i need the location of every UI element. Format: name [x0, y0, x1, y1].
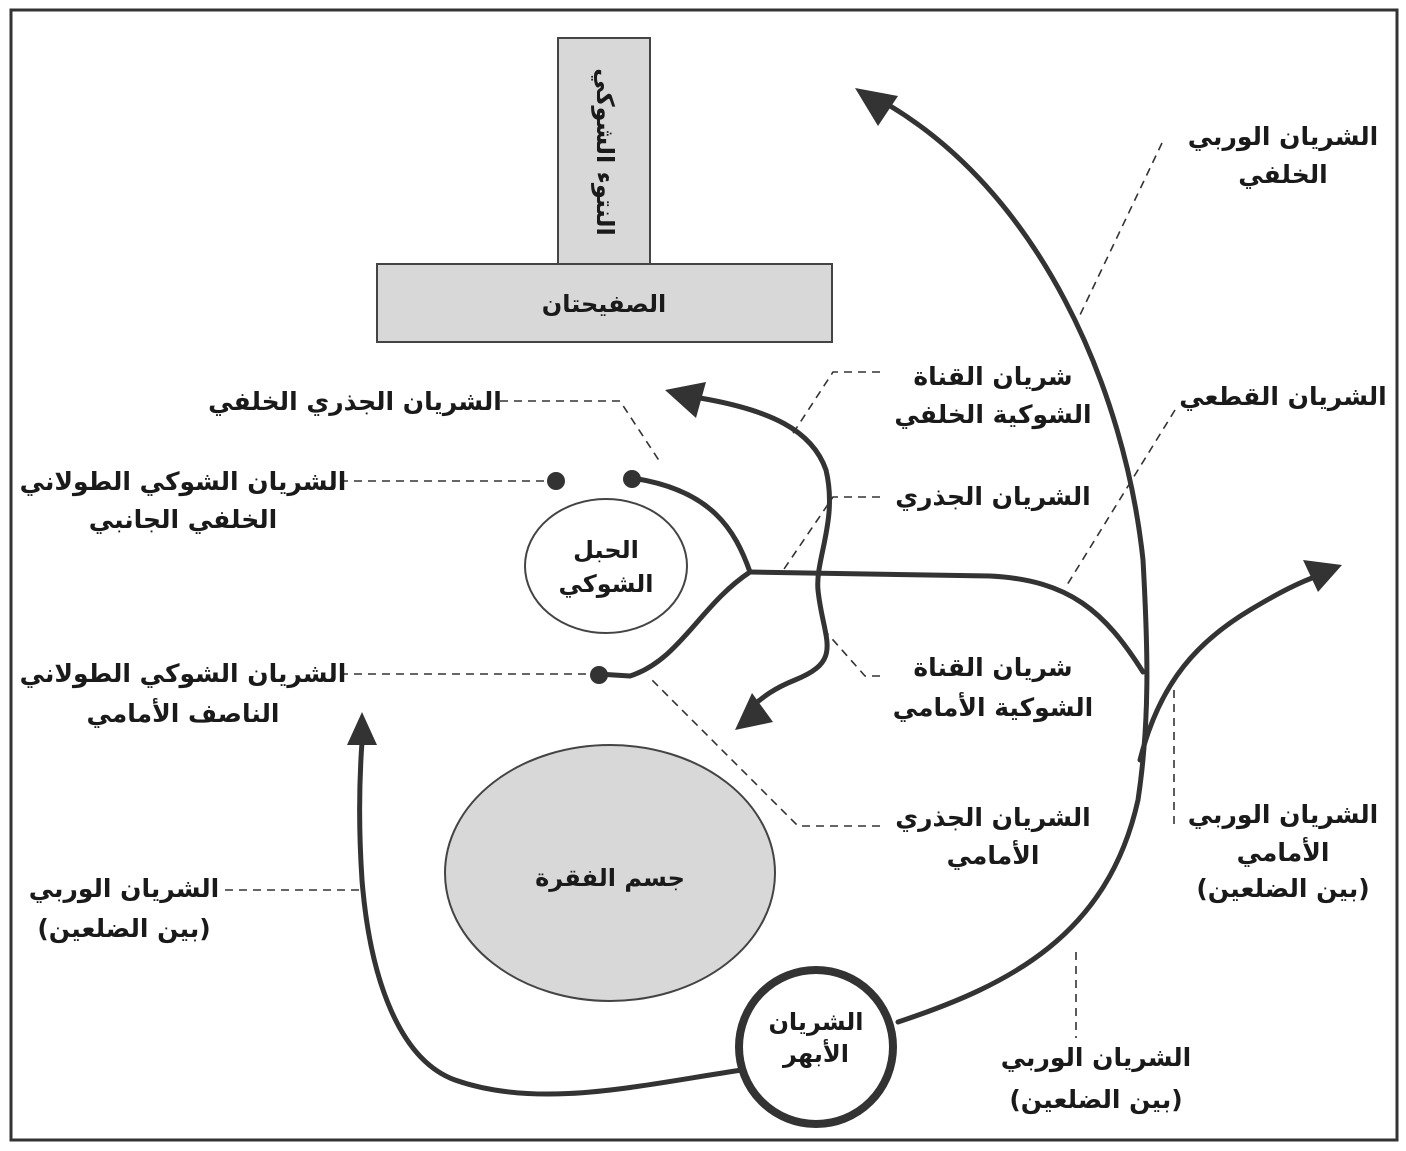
anterior-radicular-artery — [595, 569, 753, 679]
posterior-intercostal-artery — [877, 97, 1150, 1025]
svg-text:شريان القناة: شريان القناة — [913, 362, 1072, 392]
laminae — [376, 263, 833, 343]
spinal-cord-label-line2: الشوكي — [559, 570, 654, 598]
spinal-cord-label-line1: الحبل — [573, 536, 639, 564]
aorta — [735, 966, 897, 1128]
left-intercostal-artery — [357, 739, 745, 1097]
spinal-cord — [524, 498, 688, 634]
svg-text:الخلفي: الخلفي — [1238, 160, 1327, 189]
svg-text:الشوكية الأمامي: الشوكية الأمامي — [893, 692, 1094, 723]
posterior-intercostal-arrowhead — [855, 88, 898, 126]
label-bottom-intercostal: الشريان الوربي (بين الضلعين) — [1001, 1043, 1191, 1115]
svg-text:الخلفي الجانبي: الخلفي الجانبي — [89, 505, 277, 534]
svg-text:الشريان الجذري: الشريان الجذري — [895, 803, 1090, 833]
svg-text:الناصف الأمامي: الناصف الأمامي — [86, 698, 279, 728]
svg-text:(بين الضلعين): (بين الضلعين) — [1009, 1085, 1182, 1115]
segmental-artery — [747, 569, 1146, 675]
svg-text:الشريان الوربي: الشريان الوربي — [1188, 800, 1378, 830]
label-left-intercostal: الشريان الوربي (بين الضلعين) — [29, 874, 219, 944]
label-anterior-radicular: الشريان الجذري الأمامي — [895, 803, 1090, 870]
anterior-intercostal-arrowhead — [1303, 560, 1342, 592]
label-posterolateral-spinal: الشريان الشوكي الطولاني الخلفي الجانبي — [20, 467, 347, 534]
aorta-label-line2: الأبهر — [782, 1039, 849, 1068]
leader-posterior-intercostal — [1079, 142, 1163, 316]
leader-radicular — [781, 496, 880, 573]
label-posterior-radicular: الشريان الجذري الخلفي — [208, 387, 502, 417]
svg-text:الشريان الوربي: الشريان الوربي — [1001, 1043, 1191, 1073]
posterolateral-spinal-dot-right — [623, 470, 641, 488]
aorta-label-line1: الشريان — [768, 1008, 863, 1036]
label-anterior-median-spinal: الشريان الشوكي الطولاني الناصف الأمامي — [20, 659, 347, 728]
spinous-process-label: النتوء الشوكي — [591, 68, 619, 235]
svg-text:شريان القناة: شريان القناة — [913, 653, 1072, 683]
label-radicular: الشريان الجذري — [895, 482, 1090, 512]
svg-text:(بين الضلعين): (بين الضلعين) — [37, 914, 210, 944]
label-anterior-intercostal: الشريان الوربي الأمامي (بين الضلعين) — [1188, 800, 1378, 904]
svg-text:الشريان الشوكي الطولاني: الشريان الشوكي الطولاني — [20, 467, 347, 497]
label-segmental: الشريان القطعي — [1179, 382, 1386, 412]
svg-text:الأمامي: الأمامي — [947, 840, 1040, 870]
leader-anterior-canal — [825, 631, 880, 677]
posterolateral-spinal-dot-left — [547, 472, 565, 490]
label-posterior-intercostal: الشريان الوربي الخلفي — [1188, 122, 1378, 189]
posterior-canal-arrowhead — [665, 382, 706, 418]
svg-text:الشوكية الخلفي: الشوكية الخلفي — [894, 400, 1091, 430]
anterior-median-spinal-dot — [590, 666, 608, 684]
svg-text:الشريان الشوكي الطولاني: الشريان الشوكي الطولاني — [20, 659, 347, 689]
anterior-intercostal-artery — [1137, 572, 1323, 763]
anterior-canal-arrowhead — [735, 693, 773, 730]
posterior-radicular-artery — [629, 475, 753, 575]
spinal-canal-artery — [697, 395, 832, 711]
svg-text:الشريان الوربي: الشريان الوربي — [1188, 122, 1378, 152]
vertebral-body-label: جسم الفقرة — [535, 864, 685, 892]
leader-posterior-canal — [789, 371, 880, 439]
svg-text:(بين الضلعين): (بين الضلعين) — [1196, 874, 1369, 904]
svg-text:الأمامي: الأمامي — [1237, 837, 1330, 867]
label-anterior-canal: شريان القناة الشوكية الأمامي — [893, 653, 1094, 723]
svg-text:الشريان الوربي: الشريان الوربي — [29, 874, 219, 904]
diagram-frame — [9, 8, 1399, 1142]
label-posterior-canal: شريان القناة الشوكية الخلفي — [894, 362, 1091, 430]
leader-segmental — [1066, 409, 1176, 586]
laminae-label: الصفيحتان — [542, 290, 667, 318]
left-intercostal-arrowhead — [347, 712, 377, 745]
vertebral-body — [444, 744, 776, 1002]
leader-posterior-radicular — [500, 400, 661, 463]
